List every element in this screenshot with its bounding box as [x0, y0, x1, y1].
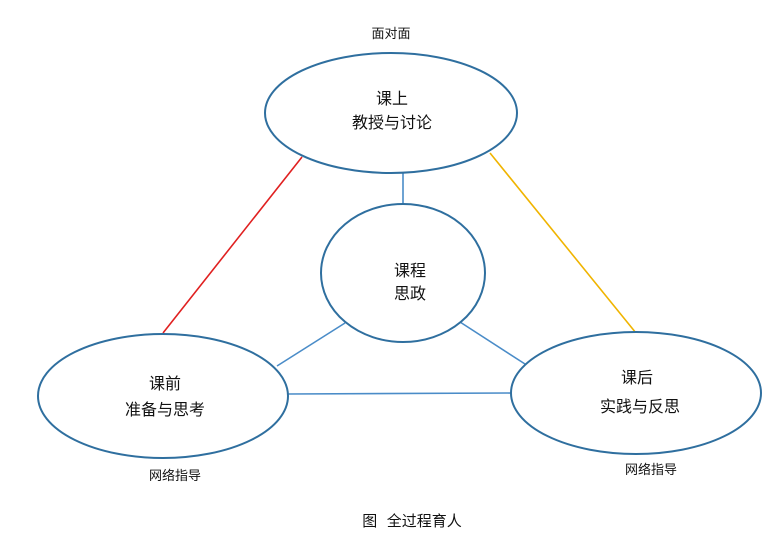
figure-caption: 图 全过程育人	[362, 512, 462, 530]
link-left-right	[287, 392, 512, 395]
node-left-label-2: 准备与思考	[125, 400, 205, 419]
node-center-label-1: 课程	[394, 261, 426, 280]
right-side-note: 网络指导	[625, 462, 677, 478]
node-right-ellipse	[510, 331, 762, 455]
node-left-ellipse	[37, 333, 289, 459]
node-right-label-2: 实践与反思	[600, 397, 680, 416]
node-top-ellipse	[264, 52, 518, 174]
link-center-right	[459, 321, 526, 365]
link-center-left	[276, 322, 346, 367]
node-left-label-1: 课前	[149, 374, 181, 393]
link-top-right	[489, 152, 637, 334]
top-side-label: 面对面	[371, 27, 410, 42]
node-center-label-2: 思政	[394, 284, 426, 303]
node-top-label-1: 课上	[376, 89, 408, 108]
node-center-ellipse	[320, 203, 486, 343]
link-left-top	[162, 156, 303, 334]
left-side-note: 网络指导	[149, 468, 201, 484]
node-right-label-1: 课后	[621, 368, 653, 387]
node-top-label-2: 教授与讨论	[352, 113, 432, 132]
